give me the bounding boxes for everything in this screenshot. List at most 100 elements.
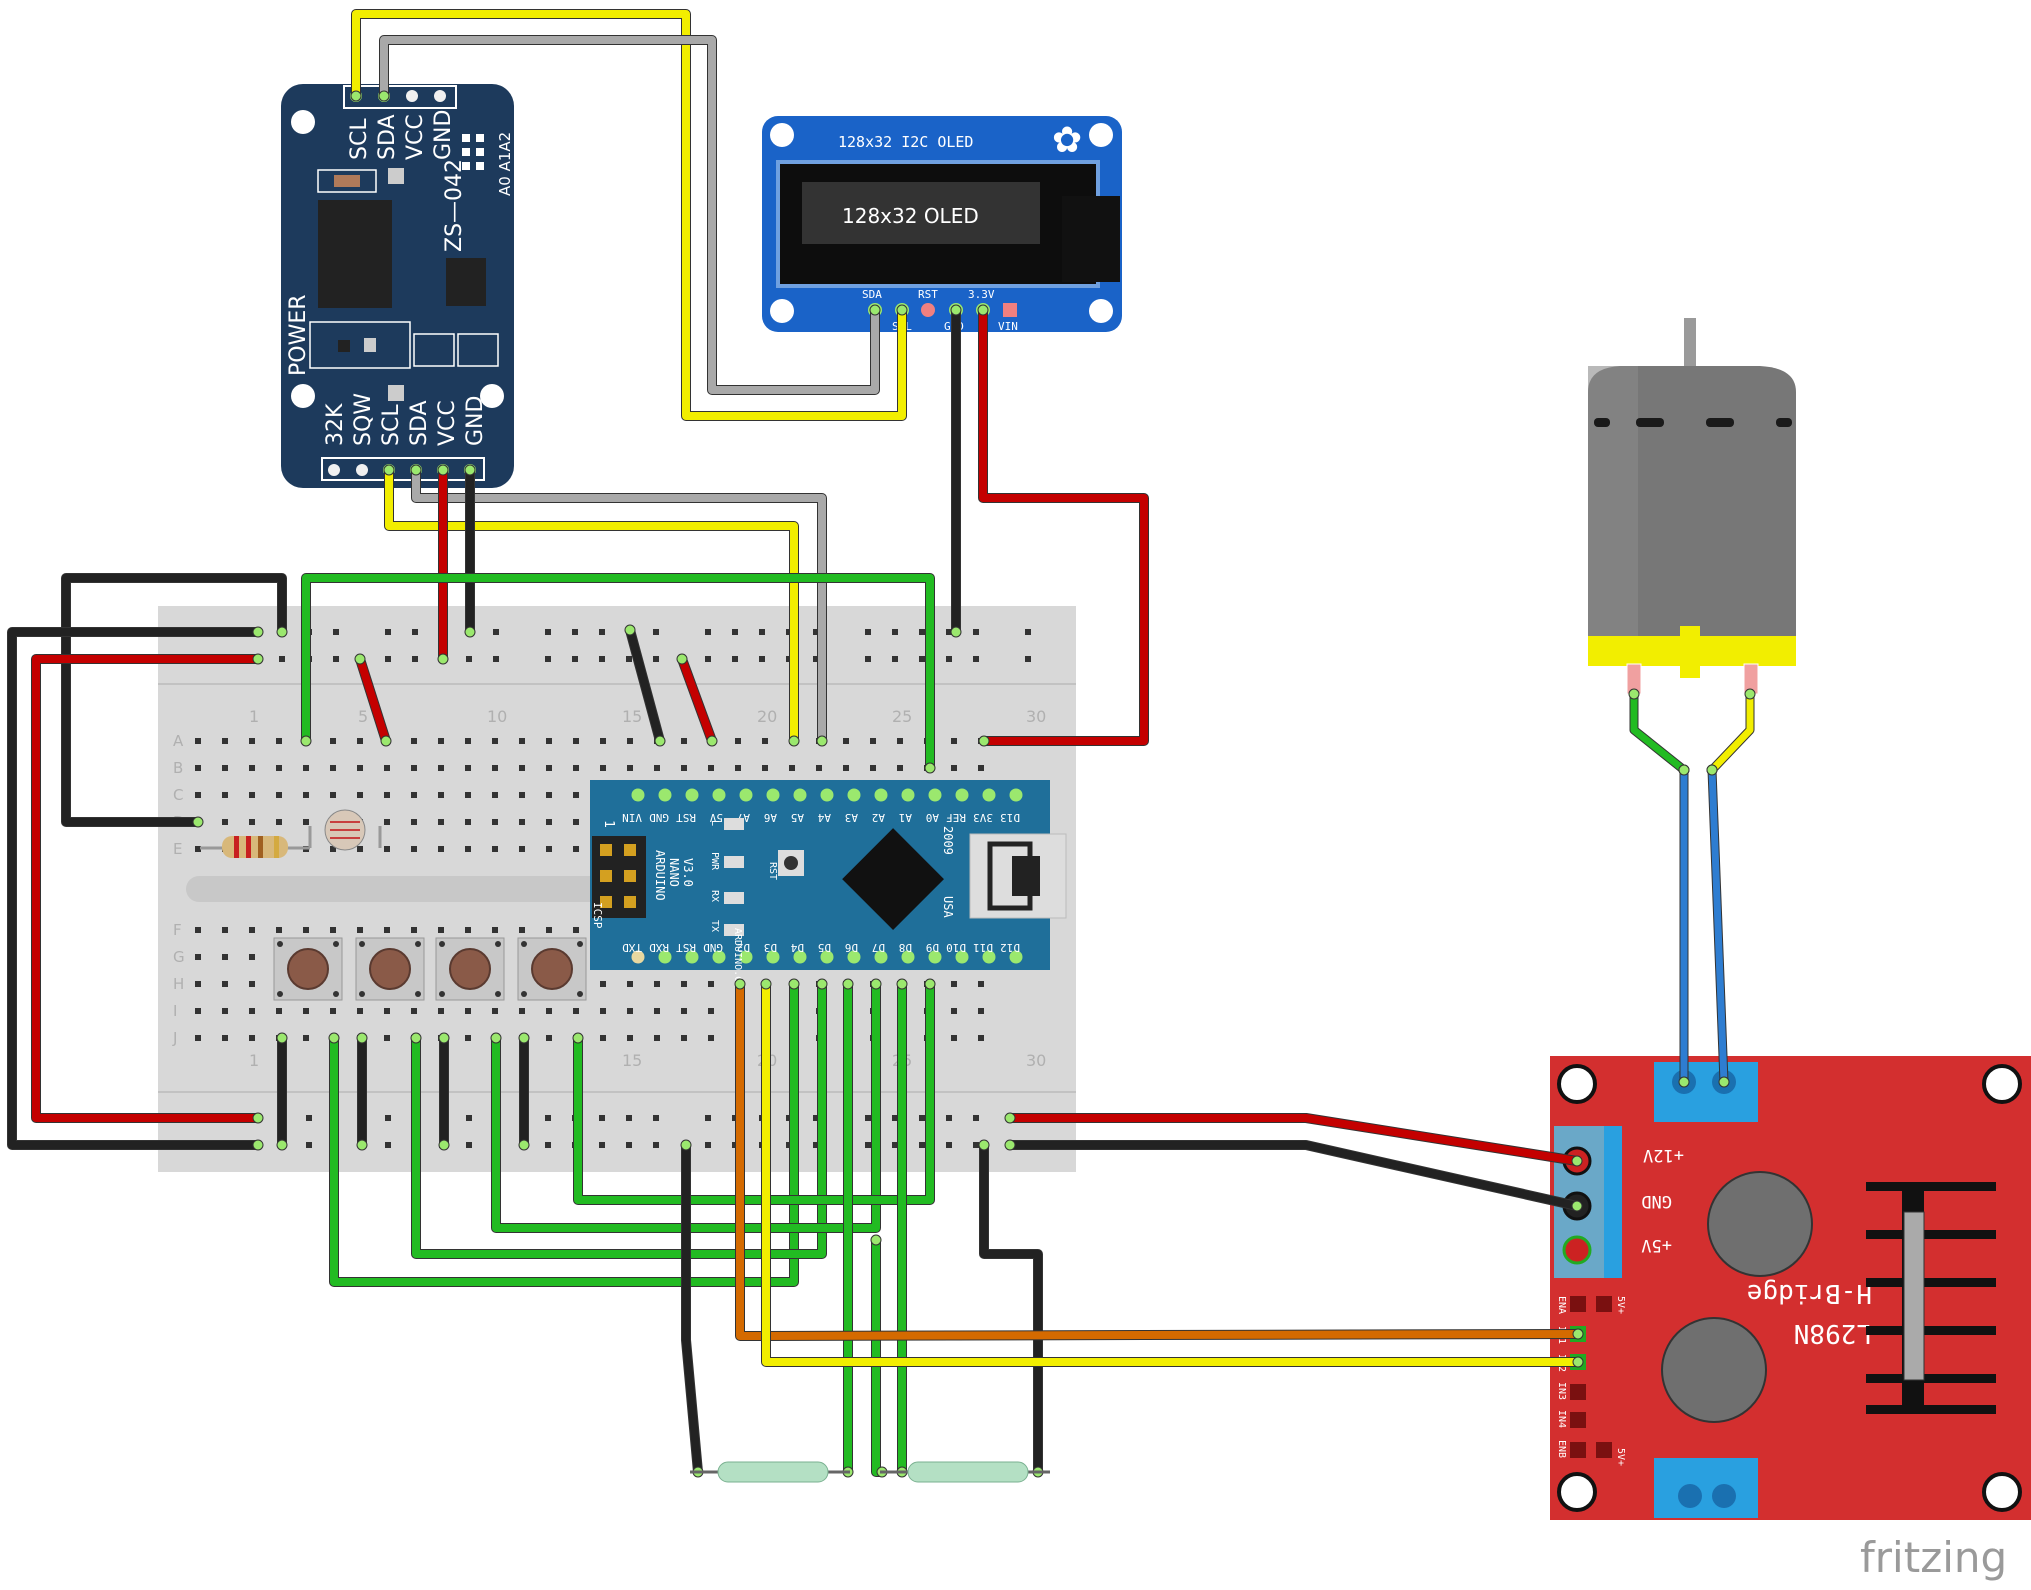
- nano-led-label: L: [709, 820, 720, 826]
- wire-end: [788, 978, 800, 990]
- wire-end: [1706, 764, 1718, 776]
- oled-pin-label: SDA: [862, 288, 882, 301]
- wire-end: [276, 626, 288, 638]
- nano-top-pin-label: A4: [817, 811, 831, 824]
- breadboard-hole: [222, 927, 228, 933]
- rail-hole: [892, 1142, 898, 1148]
- wire-end: [1718, 1076, 1730, 1088]
- nano-pin: [684, 787, 700, 803]
- breadboard-hole: [897, 765, 903, 771]
- wire-end: [518, 1032, 530, 1044]
- wire: [302, 574, 934, 772]
- breadboard-hole: [249, 954, 255, 960]
- breadboard-hole: [492, 819, 498, 825]
- hbridge-pin-label: ENA: [1556, 1296, 1567, 1314]
- nano-pin: [927, 949, 943, 965]
- nano-pin: [1008, 949, 1024, 965]
- nano-pin: [1008, 787, 1024, 803]
- breadboard-hole: [519, 819, 525, 825]
- breadboard-hole: [330, 792, 336, 798]
- nano-top-pin-label: A0: [926, 811, 939, 824]
- breadboard-hole: [573, 846, 579, 852]
- breadboard-hole: [195, 792, 201, 798]
- wire: [762, 980, 1582, 1366]
- rail-hole: [385, 1142, 391, 1148]
- nano-pin: [738, 949, 754, 965]
- nano-bottom-pin-label: D2: [737, 941, 750, 954]
- breadboard-hole: [195, 765, 201, 771]
- wire-end: [252, 1112, 264, 1124]
- breadboard-hole: [384, 846, 390, 852]
- breadboard-hole: [276, 738, 282, 744]
- row-label: J: [172, 1029, 177, 1047]
- rail-hole: [919, 629, 925, 635]
- nano-pin: [900, 787, 916, 803]
- nano-pin: [792, 949, 808, 965]
- rail-hole: [732, 656, 738, 662]
- rail-hole: [385, 656, 391, 662]
- wire: [980, 1141, 1042, 1476]
- breadboard-hole: [384, 1035, 390, 1041]
- rail-hole: [813, 656, 819, 662]
- nano-top-pin-label: A6: [764, 811, 777, 824]
- breadboard-hole: [276, 792, 282, 798]
- reed-switch-2: [880, 1461, 1050, 1483]
- rail-hole: [759, 656, 765, 662]
- rail-hole: [545, 656, 551, 662]
- nano-bottom-pin-label: D9: [926, 941, 939, 954]
- nano-name-line: V3.0: [681, 858, 695, 887]
- wire-end: [1571, 1155, 1583, 1167]
- wire: [736, 980, 1582, 1340]
- wire-end: [788, 735, 800, 747]
- rtc-bottom-pin-label: SCL: [379, 404, 404, 446]
- breadboard-hole: [357, 927, 363, 933]
- wire: [1630, 690, 1688, 774]
- oled-pin-label: 3.3V: [968, 288, 995, 301]
- rail-hole: [653, 629, 659, 635]
- hbridge-terminal-label: +12V: [1643, 1145, 1684, 1165]
- breadboard-hole: [627, 738, 633, 744]
- breadboard-hole: [249, 738, 255, 744]
- nano-icsp-label: ICSP: [591, 902, 604, 929]
- breadboard-hole: [546, 927, 552, 933]
- wire-end: [924, 978, 936, 990]
- breadboard-hole: [978, 765, 984, 771]
- breadboard-hole: [357, 738, 363, 744]
- breadboard-hole: [222, 954, 228, 960]
- rail-hole: [279, 656, 285, 662]
- col-label: 15: [622, 707, 642, 726]
- breadboard-hole: [600, 738, 606, 744]
- wire: [380, 36, 879, 394]
- wire-end: [378, 90, 390, 102]
- rail-hole: [626, 1142, 632, 1148]
- row-label: A: [173, 732, 184, 750]
- wire: [1006, 1141, 1581, 1210]
- breadboard-hole: [492, 846, 498, 852]
- rail-hole: [653, 656, 659, 662]
- rail-hole: [626, 1115, 632, 1121]
- breadboard-hole: [870, 765, 876, 771]
- nano-pin: [846, 787, 862, 803]
- breadboard-hole: [951, 1035, 957, 1041]
- push-button: [435, 937, 505, 1001]
- wire: [1708, 690, 1754, 774]
- rail-hole: [892, 629, 898, 635]
- breadboard-hole: [330, 1008, 336, 1014]
- fritzing-watermark: fritzing: [1860, 1533, 2007, 1582]
- breadboard-hole: [411, 738, 417, 744]
- rail-hole: [333, 629, 339, 635]
- oled-pin-label: RST: [918, 288, 938, 301]
- rail-hole: [385, 1115, 391, 1121]
- breadboard-hole: [465, 1008, 471, 1014]
- wire-end: [383, 464, 395, 476]
- breadboard-hole: [249, 765, 255, 771]
- rail-hole: [813, 1142, 819, 1148]
- rtc-bottom-pin-label: VCC: [435, 400, 460, 446]
- rtc-top-pin-label: GND: [431, 110, 456, 160]
- breadboard-hole: [465, 765, 471, 771]
- breadboard-hole: [330, 738, 336, 744]
- l298n-h-bridge: +12V GND +5V H-Bridge L298N ENA IN1 IN2 …: [1550, 1056, 2031, 1520]
- breadboard-hole: [384, 819, 390, 825]
- breadboard-hole: [708, 1008, 714, 1014]
